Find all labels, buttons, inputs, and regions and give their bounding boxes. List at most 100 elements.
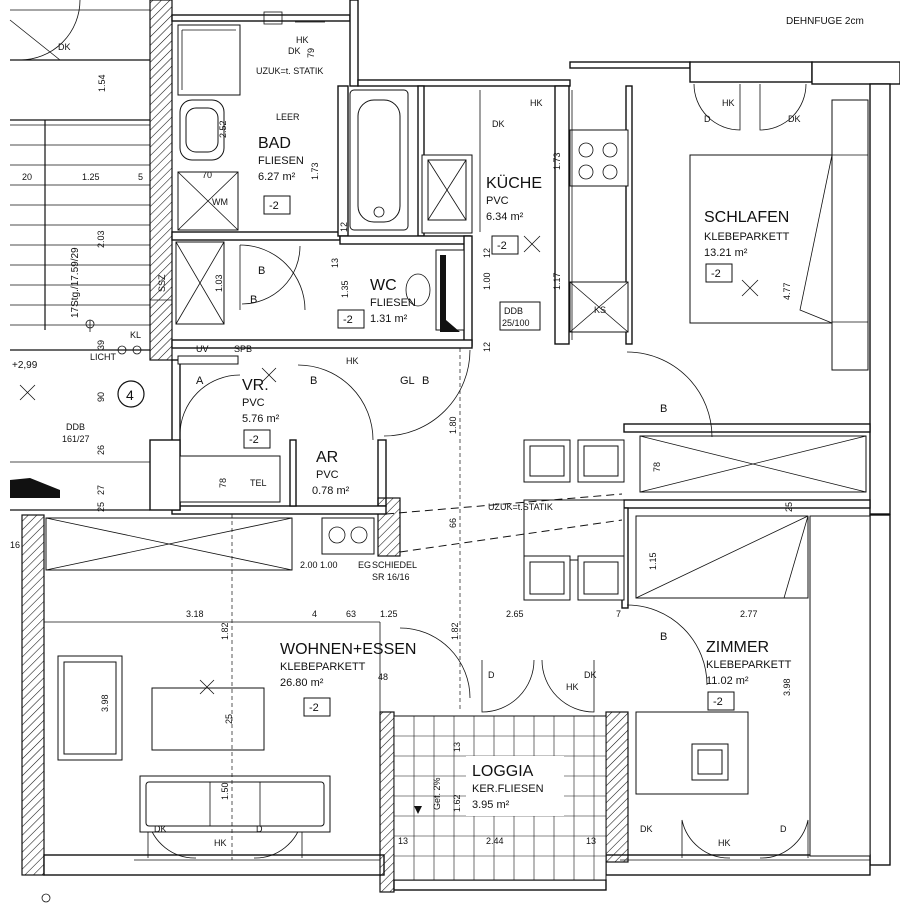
room-level-bad: -2 — [269, 200, 279, 212]
room-area-loggia: 3.95 m² — [472, 799, 510, 811]
stair-wall — [149, 0, 173, 361]
door-b-zimmer: B — [660, 631, 667, 643]
dim-70: 70 — [202, 170, 212, 180]
dim-398b: 3.98 — [782, 678, 792, 696]
dim-125b: 1.25 — [380, 609, 398, 619]
washing-cabinet — [177, 24, 241, 96]
uv-label: UV — [196, 344, 209, 354]
room-area-ar: 0.78 m² — [312, 485, 350, 497]
schiedel-label: SCHIEDEL — [372, 560, 417, 570]
room-area-vr: 5.76 m² — [242, 413, 280, 425]
loggia-door-dk: DK — [584, 670, 597, 680]
door-a-label: A — [196, 375, 204, 387]
dim-203: 2.03 — [96, 230, 106, 248]
dim-13: 13 — [330, 258, 340, 268]
dim-4: 4 — [312, 609, 317, 619]
wm-label: WM — [212, 197, 228, 207]
dim-100: 1.00 — [482, 272, 492, 290]
dim-182b: 1.82 — [450, 622, 460, 640]
wall-stair-bottom — [149, 439, 181, 511]
dim-154: 1.54 — [97, 74, 107, 92]
room-name-loggia: LOGGIA — [472, 763, 534, 780]
room-floor-loggia: KER.FLIESEN — [472, 783, 544, 795]
level-mark: +2,99 — [12, 360, 38, 371]
door-b-gl: B — [422, 375, 429, 387]
wall-zimmer-top — [623, 499, 871, 509]
shower: 1.03 SSZ 12 — [157, 222, 349, 325]
wc-room: 13 1.35 — [330, 249, 465, 332]
dim-12-kitchen: 12 — [482, 248, 492, 258]
dim-39: 39 — [96, 340, 106, 350]
dim-25-right: 25 — [784, 502, 794, 512]
top-wall-step — [349, 0, 359, 87]
zimmer-hk-label: HK — [718, 838, 731, 848]
dim-477: 4.77 — [782, 282, 792, 300]
room-name-vr: VR. — [242, 377, 269, 394]
hk-wc: HK — [346, 356, 359, 366]
kitchen-door-label: DK — [492, 119, 505, 129]
room-name-wc: WC — [370, 277, 397, 294]
dim-25: 25 — [96, 502, 106, 512]
bottom-wall-zimmer — [605, 854, 871, 876]
top-wall-kitchen — [357, 79, 571, 87]
room-area-zimmer: 11.02 m² — [706, 675, 749, 687]
door-b-ar: B — [310, 375, 317, 387]
room-area-bad: 6.27 m² — [258, 171, 296, 183]
room-floor-kueche: PVC — [486, 195, 509, 207]
room-level-schlafen: -2 — [711, 268, 721, 280]
room-name-ar: AR — [316, 449, 338, 466]
ddb-left-value: 161/27 — [62, 434, 90, 444]
bad-hk-label: HK — [296, 35, 309, 45]
dim-125: 1.25 — [82, 172, 100, 182]
licht-label: LICHT — [90, 352, 117, 362]
bed — [689, 154, 833, 324]
dim-150: 1.50 — [220, 782, 230, 800]
room-name-zimmer: ZIMMER — [706, 639, 769, 656]
zimmer-dk-label: DK — [640, 824, 653, 834]
loggia-door-d: D — [488, 670, 495, 680]
room-floor-zimmer: KLEBEPARKETT — [706, 659, 792, 671]
dim-48: 48 — [378, 672, 388, 682]
zimmer-d-label: D — [780, 824, 787, 834]
room-name-bad: BAD — [258, 135, 291, 152]
dim-25b: 25 — [224, 714, 234, 724]
wall-ar-right — [377, 439, 387, 507]
dim-277: 2.77 — [740, 609, 758, 619]
sr-label: SR 16/16 — [372, 572, 410, 582]
dim-252: 2.52 — [218, 120, 228, 138]
schlafen-d-label: D — [704, 114, 711, 124]
bad-leer: LEER — [276, 112, 300, 122]
schlafen-dk-label: DK — [788, 114, 801, 124]
dim-13c: 13 — [398, 836, 408, 846]
wall-kitchen-right — [554, 85, 570, 345]
bad-door-label: DK — [288, 46, 301, 56]
stair-spec: 17Stg./17.59/29 — [70, 247, 81, 318]
wall-wc-bottom — [171, 339, 473, 349]
dining-area: UZUK=t.STATIK 1.80 66 — [385, 348, 625, 712]
dim-173: 1.73 — [310, 162, 320, 180]
wall-vr-bottom — [171, 505, 387, 515]
spb-label: SPB — [234, 344, 252, 354]
dim-182: 1.82 — [220, 622, 230, 640]
dim-162: 1.62 — [452, 794, 462, 812]
ks-label: KS — [594, 305, 606, 315]
room-area-wc: 1.31 m² — [370, 313, 408, 325]
room-floor-ar: PVC — [316, 469, 339, 481]
right-outer-wall-lower — [869, 514, 891, 866]
dim-13b: 13 — [452, 742, 462, 752]
room-floor-bad: FLIESEN — [258, 155, 304, 167]
dim-7: 7 — [616, 609, 621, 619]
room-floor-vr: PVC — [242, 397, 265, 409]
cooktop-dims: 2.00 1.00 — [300, 560, 338, 570]
ssz-label: SSZ — [157, 274, 167, 292]
living-hk-label: HK — [214, 838, 227, 848]
door-b-shower: B — [250, 294, 257, 306]
wall-wc-top — [339, 235, 471, 245]
hallway: UV SPB TEL 78 2.00 1.00 EG SCHIEDEL SR 1… — [177, 344, 417, 582]
room-level-wc: -2 — [343, 314, 353, 326]
stair-door-label: DK — [58, 42, 71, 52]
dim-90: 90 — [96, 392, 106, 402]
bedroom: 78 4.77 D HK DK 25 — [639, 98, 869, 512]
wall-wc-right — [463, 235, 473, 347]
